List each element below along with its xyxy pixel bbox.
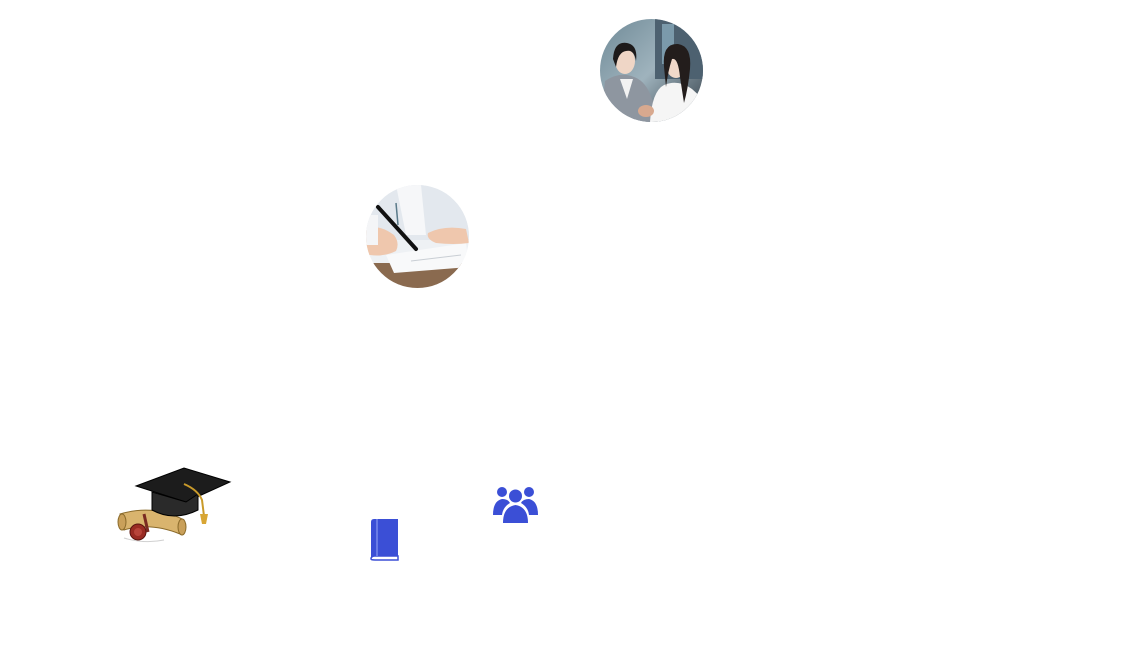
book-icon: [370, 519, 399, 561]
meeting-photo-image: [600, 19, 703, 122]
group-users-icon: [493, 487, 538, 523]
meeting-photo: [600, 19, 703, 122]
signing-photo: [366, 185, 469, 288]
graduation-cap-icon: [117, 467, 232, 543]
signing-photo-image: [366, 185, 469, 288]
